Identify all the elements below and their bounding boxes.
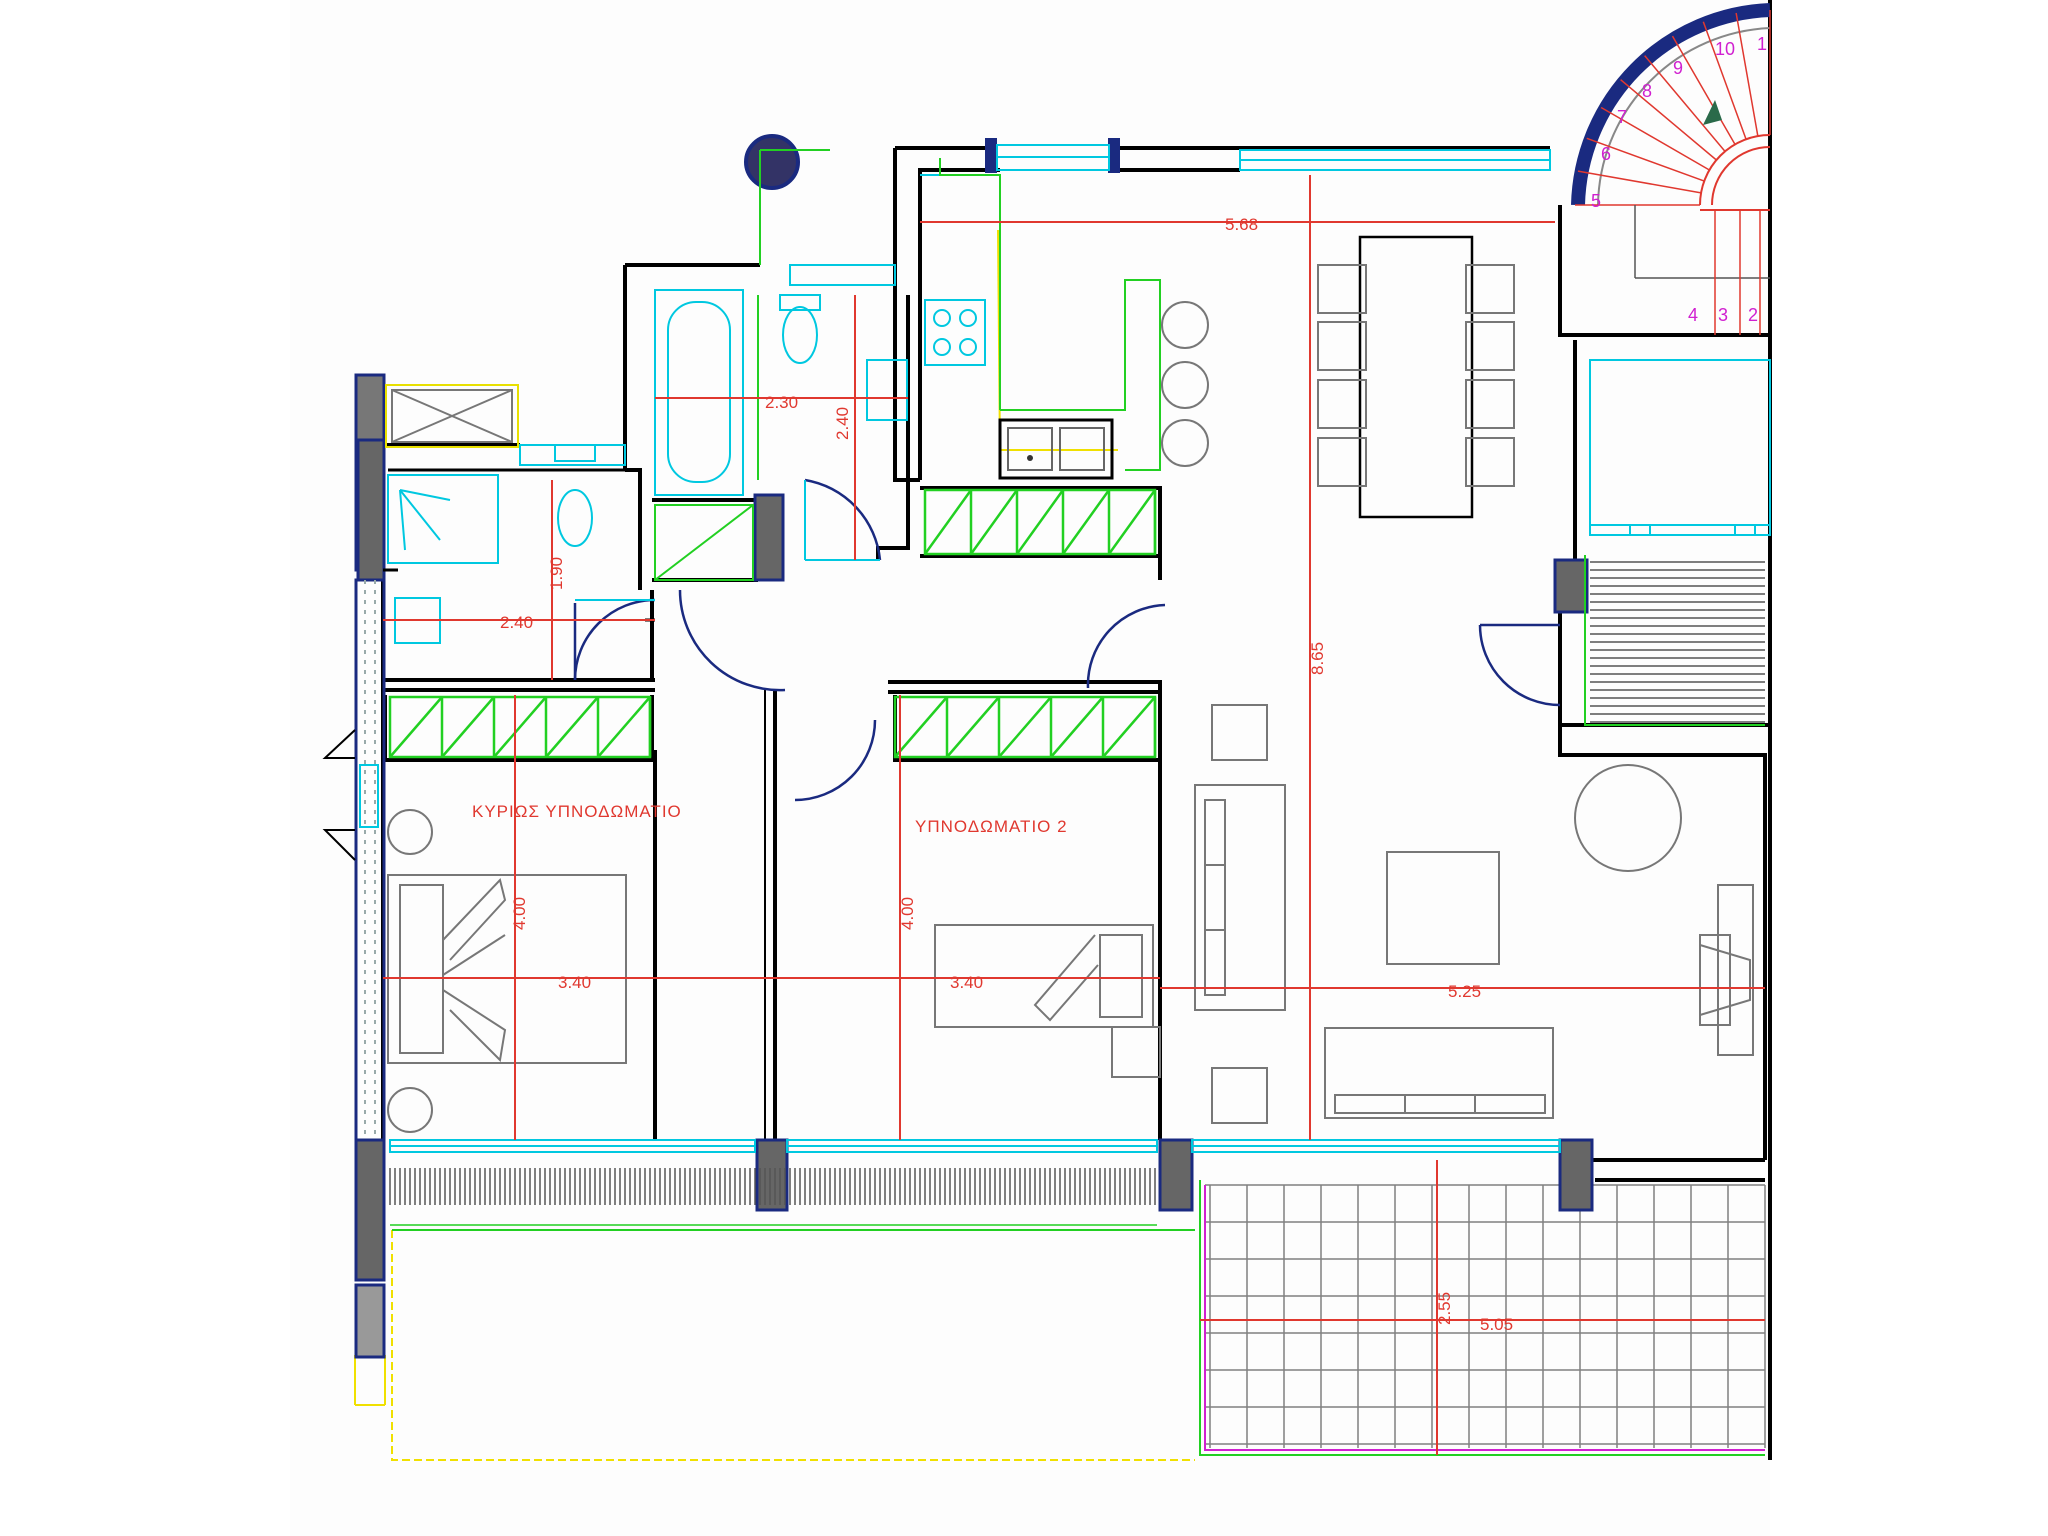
- dim-ensuite-depth: 1.90: [547, 557, 566, 590]
- dim-living-lower-width: 5.25: [1448, 982, 1481, 1001]
- step-number-7: 7: [1617, 107, 1627, 127]
- spiral-step-line: [1644, 55, 1726, 152]
- dim-veranda-width: 5.05: [1480, 1315, 1513, 1334]
- wardrobe-hatch: [969, 489, 1019, 555]
- dining-chair: [1465, 321, 1515, 371]
- spiral-step-line: [1600, 106, 1710, 171]
- veranda-tile-grid: [1205, 1184, 1766, 1448]
- dim-bed2-width: 3.40: [950, 973, 983, 992]
- stair-step-numbers: 1 2 3 4 5 6 7 8 9 10: [1591, 34, 1767, 325]
- dining-chair: [1317, 321, 1367, 371]
- stair-treads: [1590, 561, 1765, 723]
- dim-ensuite-width: 2.40: [500, 613, 533, 632]
- dim-bath-depth: 2.40: [833, 407, 852, 440]
- dim-master-width: 3.40: [558, 973, 591, 992]
- exterior-walls: [381, 0, 1772, 1460]
- room-label-master-bedroom: ΚΥΡΙΩΣ ΥΠΝΟΔΩΜΑΤΙΟ: [472, 802, 682, 821]
- dining-chair: [1317, 264, 1367, 314]
- veranda-border: [1199, 1180, 1765, 1456]
- step-number-1: 1: [1757, 34, 1767, 54]
- wardrobe-hatch: [1050, 696, 1104, 758]
- dim-veranda-depth: 2.55: [1435, 1292, 1454, 1325]
- step-number-5: 5: [1591, 191, 1601, 211]
- dining-chair: [1465, 264, 1515, 314]
- wardrobe-hatch: [597, 696, 651, 758]
- door-swings: [573, 478, 1561, 802]
- dining-table: [1358, 235, 1474, 519]
- bed-2: [934, 924, 1161, 1078]
- wardrobe-hatch: [389, 696, 443, 758]
- dining-chairs: [1317, 264, 1515, 487]
- step-number-10: 10: [1715, 39, 1735, 59]
- dim-living-depth: 8.65: [1308, 642, 1327, 675]
- exterior-louvres: [389, 1168, 1157, 1226]
- wardrobe-hatch: [441, 696, 495, 758]
- step-number-6: 6: [1601, 144, 1611, 164]
- dining-chair: [1317, 379, 1367, 429]
- kitchen-counter: [757, 149, 1161, 480]
- left-window-markers: [322, 729, 379, 861]
- step-number-3: 3: [1718, 305, 1728, 325]
- left-wall-hatch: [354, 578, 386, 1359]
- spiral-step-line: [1671, 35, 1736, 145]
- spiral-step-line: [1620, 79, 1717, 161]
- laundry-box: [385, 384, 519, 448]
- dining-chair: [1465, 379, 1515, 429]
- wardrobe-hatch: [1102, 696, 1156, 758]
- dim-bed2-depth: 4.00: [898, 897, 917, 930]
- room-labels: ΚΥΡΙΩΣ ΥΠΝΟΔΩΜΑΤΙΟ ΥΠΝΟΔΩΜΑΤΙΟ 2: [472, 802, 1068, 836]
- room-label-bedroom-2: ΥΠΝΟΔΩΜΑΤΙΟ 2: [915, 817, 1068, 836]
- spiral-step-line: [1702, 21, 1747, 140]
- spiral-staircase: [1571, 3, 1771, 335]
- wardrobe-hatch: [998, 696, 1052, 758]
- plan-paper: [290, 0, 1770, 1536]
- wardrobes: [388, 488, 1157, 759]
- wardrobe-hatch: [545, 696, 599, 758]
- spiral-step-line: [1586, 137, 1705, 182]
- step-number-8: 8: [1642, 81, 1652, 101]
- wardrobe-hatch: [946, 696, 1000, 758]
- dimension-lines: [383, 175, 1765, 1455]
- dim-living-width: 5.68: [1225, 215, 1258, 234]
- door-leaves: [575, 480, 880, 601]
- spiral-step-line: [1577, 170, 1702, 194]
- step-number-4: 4: [1688, 305, 1698, 325]
- wardrobe-hatch: [923, 489, 973, 555]
- terrace-outline: [354, 1229, 1195, 1461]
- step-number-2: 2: [1748, 305, 1758, 325]
- service-shaft: [654, 504, 754, 581]
- step-number-9: 9: [1673, 58, 1683, 78]
- wardrobe-hatch: [493, 696, 547, 758]
- master-bed: [387, 809, 627, 1133]
- living-furniture: [1194, 704, 1754, 1124]
- wardrobe-hatch: [1107, 489, 1157, 555]
- stair-landing: [1589, 359, 1771, 536]
- wardrobe-hatch: [1015, 489, 1065, 555]
- dim-master-depth: 4.00: [510, 897, 529, 930]
- dimension-labels: 5.68 2.30 2.40 1.90 2.40 4.00 3.40 4.00 …: [500, 215, 1513, 1334]
- dining-chair: [1465, 437, 1515, 487]
- dining-chair: [1317, 437, 1367, 487]
- structural-columns: [354, 134, 1594, 1282]
- bar-stools: [1161, 301, 1209, 467]
- wardrobe-hatch: [1061, 489, 1111, 555]
- stair-tread-border: [1584, 555, 1765, 726]
- dim-bath-width: 2.30: [765, 393, 798, 412]
- windows: [389, 144, 1561, 1153]
- spiral-step-line: [1735, 12, 1759, 137]
- kitchen-sink: [998, 418, 1114, 480]
- wardrobe-hatch: [894, 696, 948, 758]
